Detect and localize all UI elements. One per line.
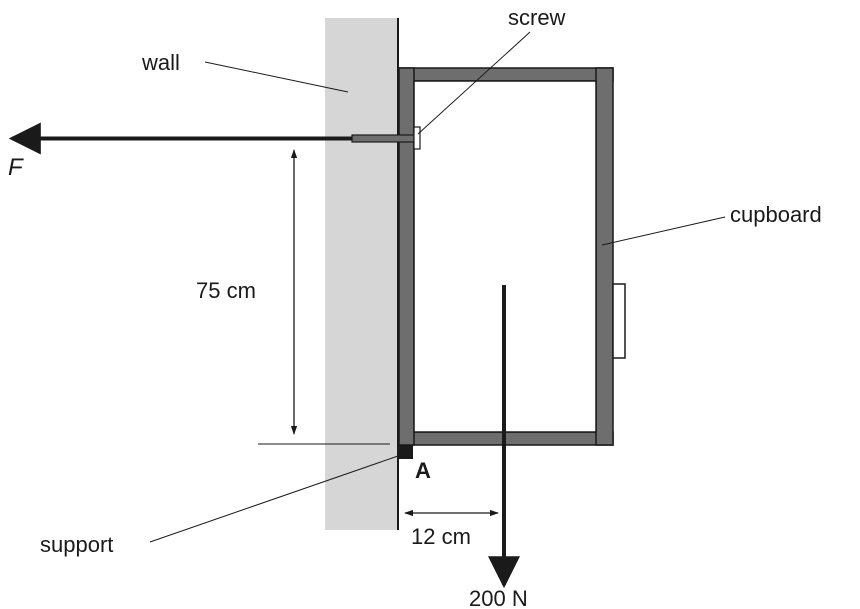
support — [399, 445, 413, 459]
force-f-label: F — [8, 154, 24, 181]
support-leader-line — [149, 455, 399, 543]
screw-label: screw — [508, 5, 566, 30]
point-a-label: A — [415, 458, 431, 483]
distance-label: 12 cm — [411, 524, 471, 549]
wall — [325, 18, 398, 530]
cupboard-handle — [612, 283, 626, 359]
weight-label: 200 N — [469, 586, 528, 609]
cupboard-label: cupboard — [730, 202, 822, 227]
wall-label: wall — [141, 50, 180, 75]
height-label: 75 cm — [196, 278, 256, 303]
screw-leader-line — [417, 31, 531, 135]
support-label: support — [40, 532, 113, 557]
wall-leader-line — [204, 61, 349, 93]
cupboard-leader-line — [601, 216, 726, 246]
